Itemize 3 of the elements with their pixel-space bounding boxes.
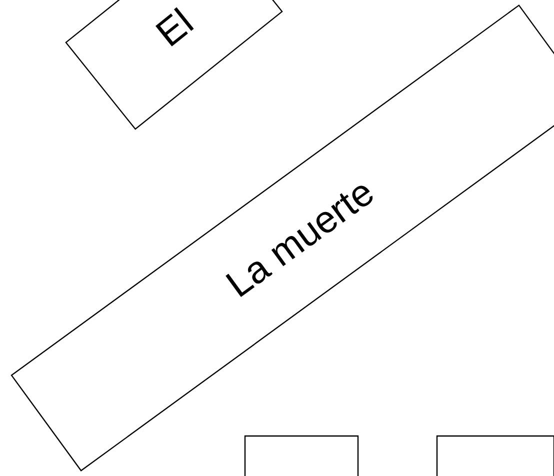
empty-box <box>436 435 554 476</box>
empty-box <box>244 435 359 476</box>
text-box: El <box>65 0 283 130</box>
